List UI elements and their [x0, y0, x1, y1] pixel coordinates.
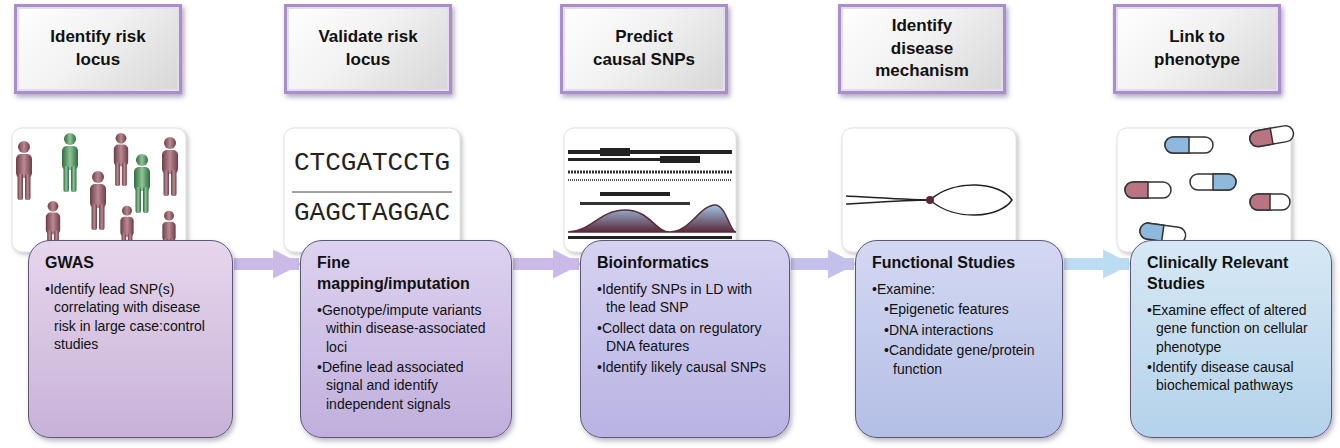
bullet-text: •Examine:	[872, 280, 1048, 298]
flow-arrow	[791, 258, 854, 270]
flow-arrow	[1064, 258, 1129, 270]
image-panels	[12, 128, 1291, 252]
bullet-text: •Identify disease causal biochemical pat…	[1147, 358, 1317, 395]
dna-sequence: GAGCTAGGAC	[294, 198, 450, 228]
step-title: Identify disease mechanism	[867, 15, 977, 84]
step-title: Identify risk locus	[43, 26, 153, 72]
box-heading: Fine mapping/imputation	[317, 253, 497, 295]
bullet-text: •Candidate gene/protein function	[884, 341, 1048, 378]
step-title: Link to phenotype	[1142, 26, 1252, 72]
box-heading: Functional Studies	[872, 253, 1048, 274]
step-banner: Link to phenotype	[1113, 4, 1281, 94]
bullet-text: •DNA interactions	[884, 321, 1048, 339]
pill-capsules	[1125, 124, 1295, 244]
step-box: Fine mapping/imputation •Genotype/impute …	[300, 240, 512, 438]
step-banner: Identify risk locus	[14, 4, 182, 94]
step-box: Clinically Relevant Studies •Examine effe…	[1130, 240, 1332, 438]
dna-rule	[292, 192, 452, 193]
step-box: Functional Studies •Examine: •Epigenetic f…	[855, 240, 1063, 438]
bullet-text: •Identify likely causal SNPs	[597, 358, 775, 376]
dna-loop	[846, 185, 1012, 215]
step-banner: Predict causal SNPs	[560, 4, 728, 94]
bullet-text: •Identify SNPs in LD with the lead SNP	[597, 280, 775, 317]
genome-tracks	[568, 148, 736, 239]
box-heading: Bioinformatics	[597, 253, 775, 274]
dna-sequence: CTCGATCCTG	[294, 148, 450, 178]
bullet-text: •Examine effect of altered gene function…	[1147, 301, 1317, 356]
bullet-text: •Collect data on regulatory DNA features	[597, 319, 775, 356]
bullet-text: •Genotype/impute variants within disease…	[317, 301, 497, 356]
step-title: Predict causal SNPs	[589, 26, 699, 72]
bullet-text: •Epigenetic features	[884, 300, 1048, 318]
step-box: GWAS •Identify lead SNP(s) correlating wi…	[28, 240, 233, 438]
step-banner: Validate risk locus	[284, 4, 452, 94]
box-heading: GWAS	[45, 253, 218, 274]
step-box: Bioinformatics •Identify SNPs in LD with …	[580, 240, 790, 438]
flow-arrow	[513, 258, 579, 270]
step-banner: Identify disease mechanism	[838, 4, 1006, 94]
bullet-text: •Identify lead SNP(s) correlating with d…	[45, 280, 218, 354]
bullet-text: •Define lead associated signal and ident…	[317, 358, 497, 413]
box-heading: Clinically Relevant Studies	[1147, 253, 1317, 295]
flow-arrow	[234, 258, 299, 270]
step-title: Validate risk locus	[313, 26, 423, 72]
